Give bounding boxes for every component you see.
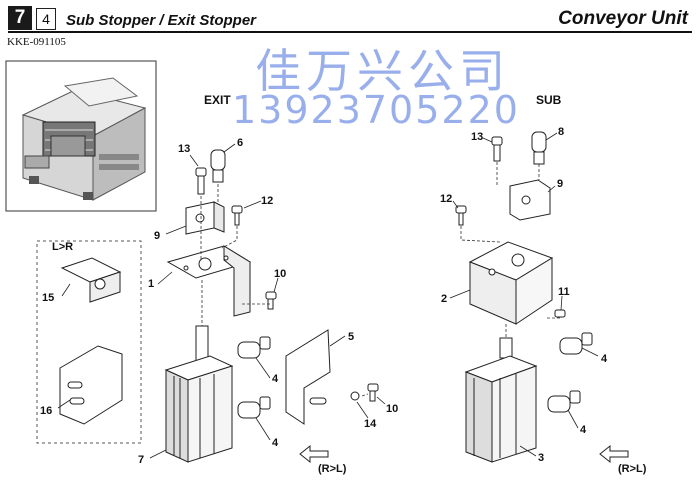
lr-option-frame — [36, 240, 142, 444]
section-number-badge: 7 — [8, 6, 32, 30]
callout-exit-9: 9 — [154, 230, 161, 242]
callout-lr-16: 16 — [40, 405, 53, 417]
page-title: Sub Stopper / Exit Stopper — [66, 12, 257, 29]
callout-exit-4a: 4 — [272, 373, 279, 385]
exit-direction-label: (R>L) — [318, 463, 347, 475]
callout-sub-9: 9 — [557, 178, 564, 190]
callout-exit-10a: 10 — [274, 268, 287, 280]
lr-section-label: L>R — [52, 241, 74, 253]
callout-exit-14: 14 — [364, 418, 377, 430]
exit-section-label: EXIT — [204, 93, 231, 107]
sub-section-label: SUB — [536, 93, 562, 107]
callout-exit-12: 12 — [261, 195, 274, 207]
watermark-phone: 13923705220 — [232, 88, 520, 132]
callout-sub-4b: 4 — [580, 424, 587, 436]
callout-exit-6: 6 — [237, 137, 244, 149]
unit-title: Conveyor Unit — [558, 8, 688, 29]
callout-exit-10b: 10 — [386, 403, 399, 415]
callout-exit-4b: 4 — [272, 437, 279, 449]
page-number-badge: 4 — [36, 8, 56, 30]
machine-overview-illustration — [5, 60, 157, 212]
document-number: KKE-091105 — [7, 36, 66, 48]
callout-sub-8: 8 — [558, 126, 565, 138]
callout-exit-13: 13 — [178, 143, 191, 155]
callout-exit-7: 7 — [138, 454, 145, 466]
callout-sub-3: 3 — [538, 452, 545, 464]
watermark-company: 佳万兴公司 — [255, 44, 510, 98]
callout-sub-12: 12 — [440, 193, 453, 205]
header-rule — [8, 31, 692, 33]
callout-sub-4a: 4 — [601, 353, 608, 365]
callout-lr-15: 15 — [42, 292, 55, 304]
sub-direction-label: (R>L) — [618, 463, 647, 475]
callout-sub-11: 11 — [558, 286, 570, 298]
callout-exit-5: 5 — [348, 331, 355, 343]
callout-sub-13: 13 — [471, 131, 484, 143]
callout-exit-1: 1 — [148, 278, 155, 290]
callout-sub-2: 2 — [441, 293, 448, 305]
